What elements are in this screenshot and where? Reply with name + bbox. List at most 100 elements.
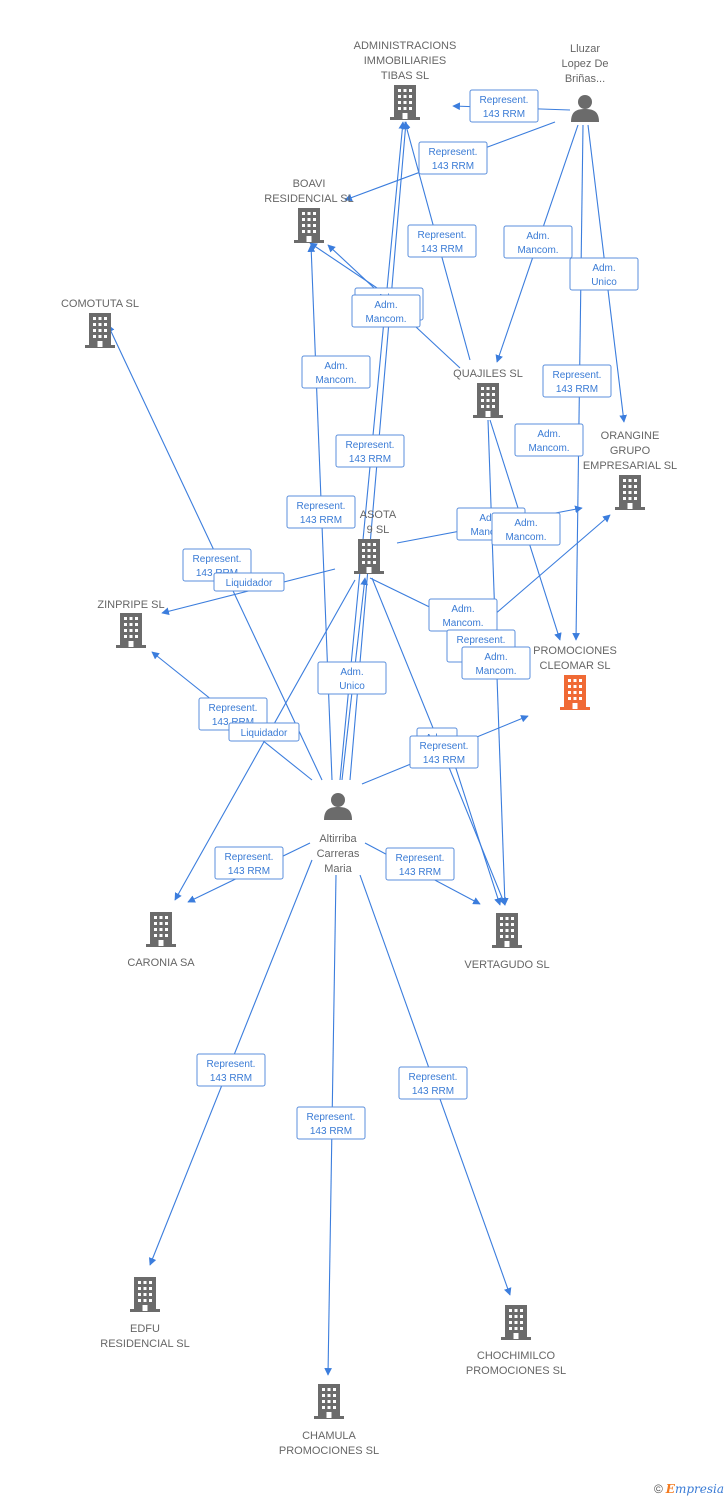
- edge-label-text: Represent.: [396, 853, 445, 864]
- edge-label-text: 143 RRM: [399, 867, 441, 878]
- node-label: COMOTUTA SL: [61, 298, 139, 310]
- building-icon: [314, 1384, 344, 1419]
- edge-label: Represent.143 RRM: [398, 1066, 468, 1100]
- node-label: Maria: [324, 863, 352, 875]
- edge-label-text: Adm.: [526, 231, 549, 242]
- edge-label-text: Represent.: [307, 1112, 356, 1123]
- edge-label-text: Adm.: [374, 300, 397, 311]
- edge-label: Represent. 143 RRM: [296, 1106, 366, 1140]
- node-label: RESIDENCIAL SL: [264, 193, 353, 205]
- edge-label-text: Unico: [339, 681, 365, 692]
- node-label: ZINPRIPE SL: [97, 599, 164, 611]
- edge-label-text: Adm.: [451, 604, 474, 615]
- edge-label: Represent.143 RRM: [407, 224, 477, 258]
- edge-label-text: 143 RRM: [412, 1086, 454, 1097]
- node-label: RESIDENCIAL SL: [100, 1338, 189, 1350]
- building-icon: [473, 383, 503, 418]
- edge-label: Liquidador: [213, 572, 285, 592]
- edge-label: Represent.143 RRM: [286, 495, 356, 529]
- edge-label-text: 143 RRM: [349, 454, 391, 465]
- edge-label: Adm.Mancom.: [301, 355, 371, 389]
- brand-name: mpresia: [674, 1482, 724, 1496]
- building-icon: [294, 208, 324, 243]
- node-comotuta[interactable]: COMOTUTA SL: [61, 298, 139, 348]
- node-chochimilco[interactable]: CHOCHIMILCO PROMOCIONES SL: [466, 1305, 566, 1377]
- edge-label: Adm. Mancom.: [351, 294, 421, 328]
- building-icon: [354, 539, 384, 574]
- edge-label-text: Represent.: [209, 703, 258, 714]
- edge-label-text: 143 RRM: [310, 1126, 352, 1137]
- empresia-watermark: ©Empresia: [654, 1482, 724, 1496]
- edge-label-text: Liquidador: [226, 578, 273, 589]
- node-label: ASOTA: [360, 509, 397, 521]
- edge-label-text: Adm.: [479, 513, 502, 524]
- node-edfu[interactable]: EDFU RESIDENCIAL SL: [100, 1277, 190, 1350]
- edge-label-text: 143 RRM: [228, 866, 270, 877]
- edge-label-box: [491, 512, 561, 546]
- node-vertagudo[interactable]: VERTAGUDO SL: [464, 913, 550, 971]
- edge-label-text: 143 RRM: [556, 384, 598, 395]
- edge-label-text: 143 RRM: [423, 755, 465, 766]
- edge-label-text: Represent.: [207, 1059, 256, 1070]
- edge-label-box: [418, 141, 488, 175]
- building-icon: [146, 912, 176, 947]
- node-quajiles[interactable]: QUAJILES SL: [453, 368, 523, 418]
- edge-label-box: [514, 423, 584, 457]
- node-label: CHOCHIMILCO: [477, 1350, 556, 1362]
- node-caronia[interactable]: CARONIA SA: [127, 912, 195, 969]
- edge-label: Adm.Unico: [569, 257, 639, 291]
- edge-label-text: 143 RRM: [432, 161, 474, 172]
- edge-label-text: Mancom.: [442, 618, 483, 629]
- edge-label: Adm. Mancom.: [503, 225, 573, 259]
- edge-label-text: Represent.: [193, 554, 242, 565]
- edge-label-box: [301, 355, 371, 389]
- node-label: EDFU: [130, 1323, 160, 1335]
- edge-label-box: [196, 1053, 266, 1087]
- edge-label-box: [569, 257, 639, 291]
- edge-label-text: Mancom.: [528, 443, 569, 454]
- node-label: PROMOCIONES SL: [466, 1365, 566, 1377]
- node-label: BOAVI: [293, 178, 326, 190]
- edge-label-box: [213, 572, 285, 592]
- building-icon: [116, 613, 146, 648]
- building-icon: [501, 1305, 531, 1340]
- edge-label-text: Mancom.: [365, 314, 406, 325]
- node-label: CHAMULA: [302, 1430, 356, 1442]
- node-zinpripe[interactable]: ZINPRIPE SL: [97, 599, 165, 648]
- person-icon: [324, 793, 352, 820]
- edge-label: Adm.Unico: [317, 661, 387, 695]
- edge-label-box: [296, 1106, 366, 1140]
- edge-label-text: Mancom.: [470, 527, 511, 538]
- edge-label-box: [542, 364, 612, 398]
- edge-label-box: [351, 294, 421, 328]
- node-asota[interactable]: ASOTA 9 SL: [354, 509, 397, 574]
- edge-label-text: Mancom.: [315, 375, 356, 386]
- edge-label-text: Represent.: [457, 635, 506, 646]
- brand-initial: E: [665, 1482, 675, 1496]
- node-boavi[interactable]: BOAVI RESIDENCIAL SL: [264, 178, 354, 243]
- edge-label-box: [335, 434, 405, 468]
- edge-label-box: [228, 722, 300, 742]
- edge-label-box: [398, 1066, 468, 1100]
- edge-label-box: [407, 224, 477, 258]
- copyright-symbol: ©: [653, 1482, 663, 1496]
- building-icon: [492, 913, 522, 948]
- edge-label-text: Adm.: [592, 263, 615, 274]
- edge-label-text: Mancom.: [517, 245, 558, 256]
- node-label: ORANGINE: [601, 430, 660, 442]
- edge-label-text: Represent.: [225, 852, 274, 863]
- edge-label: Represent.143 RRM: [469, 89, 539, 123]
- edge-label-box: [214, 846, 284, 880]
- node-label: Carreras: [317, 848, 360, 860]
- edge-label-text: Represent.: [346, 440, 395, 451]
- edge-label-box: [469, 89, 539, 123]
- node-label: 9 SL: [367, 524, 390, 536]
